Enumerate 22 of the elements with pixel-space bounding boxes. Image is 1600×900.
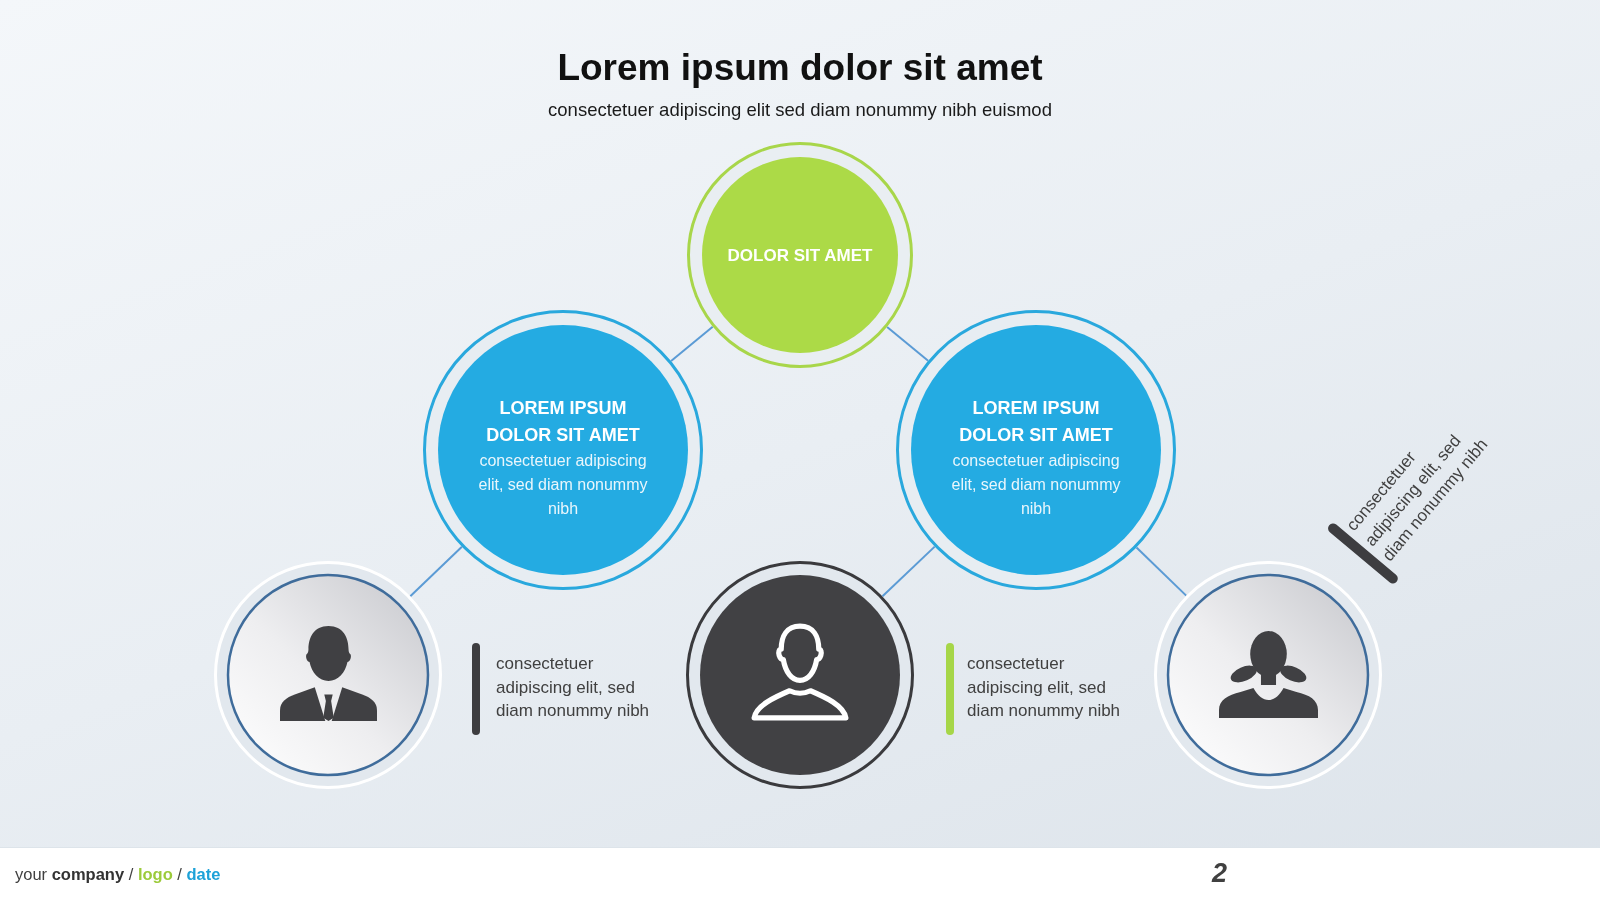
connector-line [670, 325, 714, 362]
side-note: consectetuer adipiscing elit, sed diam nonummy nibh [967, 653, 1122, 722]
node-title: LOREM IPSUM DOLOR SIT AMET [485, 397, 641, 447]
node-title: DOLOR SIT AMET [726, 244, 874, 267]
connector-line [881, 545, 936, 598]
node-title: LOREM IPSUM DOLOR SIT AMET [958, 397, 1114, 447]
circle-node [423, 310, 703, 590]
node-text: consectetuer adipiscing elit, sed diam nonummy nibh [950, 451, 1122, 519]
circle-node [214, 561, 442, 789]
circle-node [686, 561, 914, 789]
circle-node [1154, 561, 1382, 789]
circle-node [896, 310, 1176, 590]
connector-line [1135, 546, 1188, 597]
page-number: 2 [1212, 857, 1228, 889]
connector-line [886, 326, 930, 362]
connector-line [409, 545, 463, 598]
side-note: consectetuer adipiscing elit, sed diam nonummy nibh [496, 653, 651, 722]
subtitle: consectetuer adipiscing elit sed diam nonummy nibh euismod [548, 98, 1052, 122]
footer-text: your company / logo / date [15, 864, 221, 885]
node-text: consectetuer adipiscing elit, sed diam nonummy nibh [477, 451, 649, 519]
title: Lorem ipsum dolor sit amet [557, 46, 1043, 90]
circle-node [687, 142, 913, 368]
